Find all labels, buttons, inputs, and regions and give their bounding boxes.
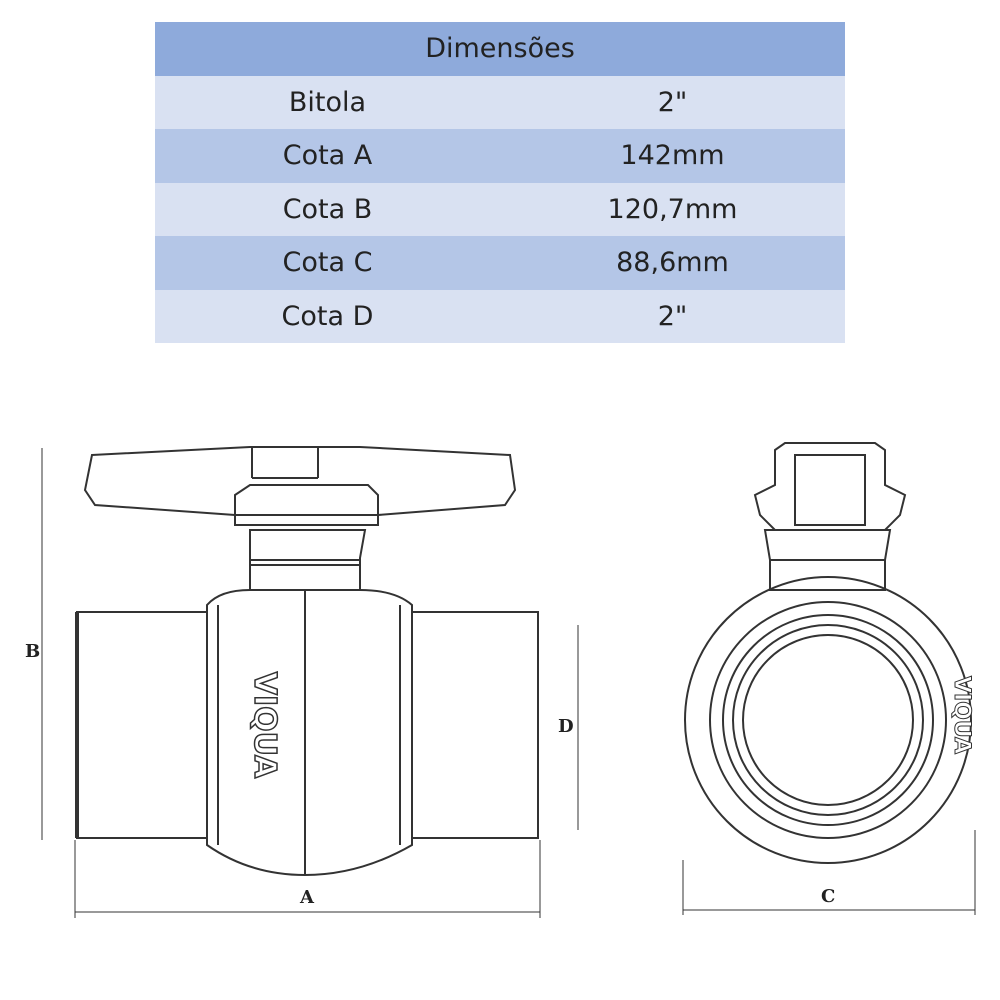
table-row: Cota A 142mm — [155, 129, 845, 183]
body-outline — [684, 576, 972, 864]
row-value: 2" — [657, 300, 688, 332]
table-row: Cota D 2" — [155, 289, 845, 343]
table-row: Bitola 2" — [155, 75, 845, 129]
ring — [709, 601, 947, 839]
table-header: Dimensões — [155, 22, 845, 76]
bore — [742, 634, 914, 806]
row-value: 142mm — [620, 140, 725, 172]
stem — [249, 529, 367, 591]
left-pipe-end — [76, 611, 208, 839]
brand-logo: VIQUA — [949, 676, 974, 754]
dim-b-label: B — [25, 641, 40, 662]
ring — [722, 614, 934, 826]
row-label: Cota B — [282, 193, 373, 225]
row-value: 2" — [657, 86, 688, 118]
right-pipe-end — [411, 611, 539, 839]
table-row: Cota B 120,7mm — [155, 182, 845, 236]
dim-c-label: C — [821, 886, 835, 907]
row-label: Cota D — [281, 300, 374, 332]
row-value: 120,7mm — [607, 193, 738, 225]
handle-top — [251, 447, 319, 479]
dim-a-label: A — [299, 887, 315, 908]
table-title: Dimensões — [425, 33, 575, 65]
valve-end-view: VIQUA — [684, 442, 975, 864]
handle-head — [753, 442, 907, 531]
table-row: Cota C 88,6mm — [155, 236, 845, 290]
row-label: Bitola — [288, 86, 367, 118]
brand-logo: VIQUA — [247, 672, 282, 779]
valve-body — [206, 589, 413, 877]
dim-d-label: D — [558, 716, 574, 737]
row-value: 88,6mm — [616, 247, 729, 279]
row-label: Cota A — [282, 140, 373, 172]
stem — [763, 529, 892, 591]
dimensions-table: Dimensões Bitola 2" Cota A 142mm Cota B 120… — [155, 22, 845, 343]
handle-cap — [234, 484, 379, 526]
row-label: Cota C — [282, 247, 373, 279]
square-socket — [794, 454, 866, 526]
ring — [732, 624, 924, 816]
dimension-lines — [41, 448, 976, 918]
handle — [83, 446, 517, 516]
valve-side-view: VIQUA — [75, 446, 539, 877]
